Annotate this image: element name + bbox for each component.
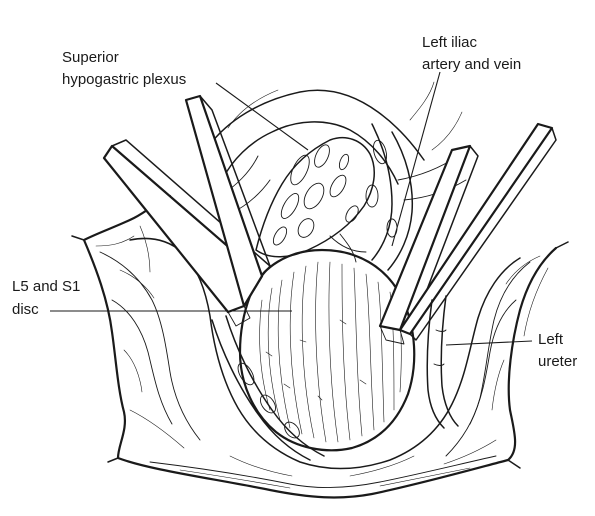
ureter-leader — [445, 340, 533, 346]
plexus-leader — [215, 82, 309, 151]
plexus-label-line2: hypogastric plexus — [62, 71, 186, 88]
right-retractor — [378, 122, 557, 345]
wound-outline — [71, 194, 569, 499]
iliac-leader — [391, 71, 441, 247]
disc-label-line2: disc — [12, 301, 39, 318]
ureter-label-line1: Left — [538, 331, 564, 348]
left-ureter — [426, 295, 459, 429]
iliac-label-line2: artery and vein — [422, 56, 521, 73]
iliac-label-line1: Left iliac — [422, 34, 478, 51]
ureter-label-line2: ureter — [538, 353, 577, 370]
lower-left-vessels — [211, 315, 325, 461]
leader-lines — [50, 71, 533, 346]
disc-label-line1: L5 and S1 — [12, 278, 80, 295]
labels: Superior hypogastric plexus Left iliac a… — [12, 34, 577, 370]
plexus-label-line1: Superior — [62, 49, 119, 66]
l5-s1-disc — [238, 248, 416, 452]
left-retractor — [102, 94, 271, 327]
